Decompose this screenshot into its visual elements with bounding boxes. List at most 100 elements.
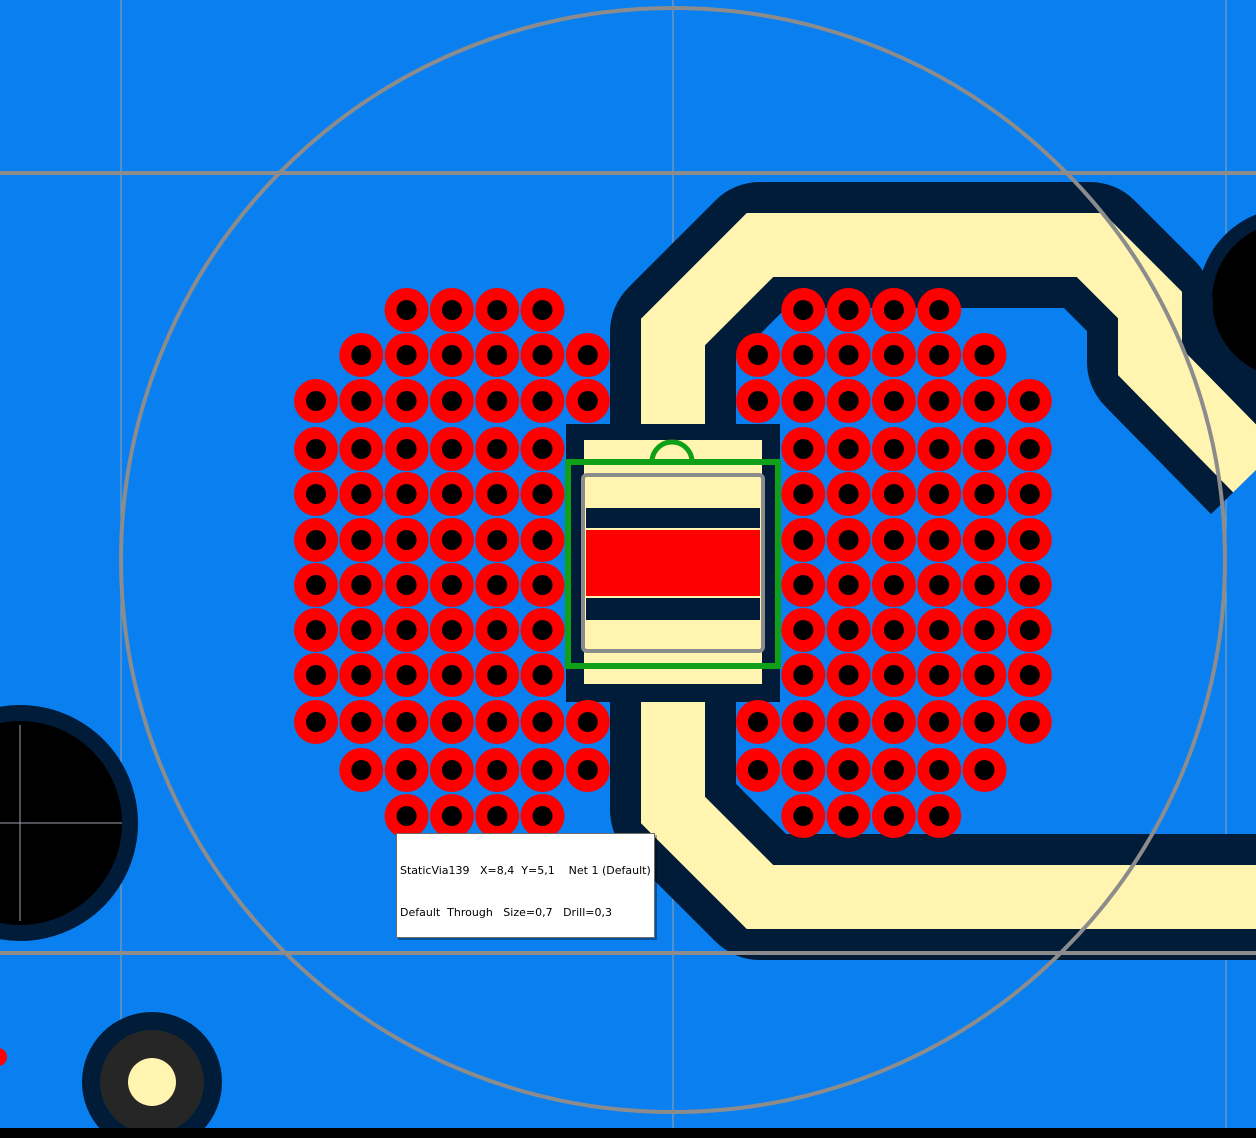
via-pad-icon[interactable]: [1007, 653, 1052, 697]
via-pad-icon[interactable]: [826, 518, 871, 562]
via-pad-icon[interactable]: [962, 379, 1007, 423]
via-pad-icon[interactable]: [384, 427, 429, 471]
via-pad-icon[interactable]: [429, 794, 474, 838]
via-pad-icon[interactable]: [781, 653, 826, 697]
copper-trace[interactable]: [641, 213, 1256, 929]
via-pad-icon[interactable]: [520, 472, 565, 516]
via-array[interactable]: [294, 288, 1052, 838]
via-pad-icon[interactable]: [826, 379, 871, 423]
via-pad-icon[interactable]: [520, 653, 565, 697]
via-pad-icon[interactable]: [962, 333, 1007, 377]
via-pad-icon[interactable]: [294, 653, 338, 697]
via-pad-icon[interactable]: [565, 333, 610, 377]
via-pad-icon[interactable]: [781, 563, 826, 607]
smd-component-icon[interactable]: [565, 439, 781, 669]
via-pad-icon[interactable]: [917, 794, 962, 838]
via-pad-icon[interactable]: [871, 427, 916, 471]
via-pad-icon[interactable]: [384, 472, 429, 516]
via-pad-icon[interactable]: [384, 794, 429, 838]
via-pad-icon[interactable]: [520, 288, 565, 332]
via-pad-icon[interactable]: [917, 518, 962, 562]
via-pad-icon[interactable]: [520, 608, 565, 652]
via-pad-icon[interactable]: [520, 700, 565, 744]
via-pad-icon[interactable]: [339, 563, 384, 607]
via-pad-icon[interactable]: [384, 700, 429, 744]
via-pad-icon[interactable]: [475, 608, 520, 652]
via-pad-icon[interactable]: [826, 563, 871, 607]
via-pad-icon[interactable]: [826, 427, 871, 471]
via-pad-icon[interactable]: [781, 472, 826, 516]
via-pad-icon[interactable]: [339, 427, 384, 471]
via-pad-icon[interactable]: [781, 794, 826, 838]
via-pad-icon[interactable]: [781, 518, 826, 562]
via-pad-icon[interactable]: [520, 748, 565, 792]
via-pad-icon[interactable]: [384, 379, 429, 423]
via-pad-icon[interactable]: [520, 794, 565, 838]
via-pad-icon[interactable]: [1007, 700, 1052, 744]
via-pad-icon[interactable]: [429, 608, 474, 652]
via-pad-icon[interactable]: [826, 748, 871, 792]
via-pad-icon[interactable]: [520, 427, 565, 471]
via-pad-icon[interactable]: [1007, 427, 1052, 471]
via-pad-icon[interactable]: [871, 333, 916, 377]
via-pad-icon[interactable]: [736, 700, 780, 744]
via-pad-icon[interactable]: [475, 333, 520, 377]
through-hole-pad[interactable]: [82, 1012, 222, 1138]
via-pad-icon[interactable]: [917, 333, 962, 377]
via-pad-icon[interactable]: [826, 608, 871, 652]
via-pad-icon[interactable]: [871, 288, 916, 332]
via-pad-icon[interactable]: [781, 379, 826, 423]
via-pad-icon[interactable]: [871, 379, 916, 423]
via-pad-icon[interactable]: [826, 288, 871, 332]
via-pad-icon[interactable]: [429, 563, 474, 607]
via-pad-icon[interactable]: [736, 748, 780, 792]
via-pad-icon[interactable]: [475, 748, 520, 792]
via-pad-icon[interactable]: [475, 427, 520, 471]
via-pad-icon[interactable]: [781, 748, 826, 792]
via-pad-icon[interactable]: [781, 333, 826, 377]
via-pad-icon[interactable]: [871, 518, 916, 562]
via-pad-icon[interactable]: [962, 563, 1007, 607]
via-pad-icon[interactable]: [871, 563, 916, 607]
via-pad-icon[interactable]: [520, 563, 565, 607]
via-pad-icon[interactable]: [339, 472, 384, 516]
via-pad-icon[interactable]: [339, 379, 384, 423]
via-pad-icon[interactable]: [565, 700, 610, 744]
via-pad-icon[interactable]: [871, 748, 916, 792]
via-pad-icon[interactable]: [962, 472, 1007, 516]
via-pad-icon[interactable]: [429, 288, 474, 332]
via-pad-icon[interactable]: [962, 700, 1007, 744]
via-pad-icon[interactable]: [871, 608, 916, 652]
via-pad-icon[interactable]: [1007, 379, 1052, 423]
via-pad-icon[interactable]: [339, 700, 384, 744]
via-pad-icon[interactable]: [294, 518, 338, 562]
via-pad-icon[interactable]: [917, 563, 962, 607]
via-pad-icon[interactable]: [826, 653, 871, 697]
via-pad-icon[interactable]: [962, 653, 1007, 697]
via-pad-icon[interactable]: [781, 700, 826, 744]
via-pad-icon[interactable]: [294, 700, 338, 744]
via-pad-icon[interactable]: [0, 1048, 7, 1066]
via-pad-icon[interactable]: [826, 794, 871, 838]
via-pad-icon[interactable]: [384, 653, 429, 697]
via-pad-icon[interactable]: [520, 379, 565, 423]
via-pad-icon[interactable]: [429, 379, 474, 423]
via-pad-icon[interactable]: [736, 333, 780, 377]
via-pad-icon[interactable]: [1007, 472, 1052, 516]
via-pad-icon[interactable]: [1007, 563, 1052, 607]
via-pad-icon[interactable]: [429, 748, 474, 792]
via-pad-icon[interactable]: [520, 333, 565, 377]
via-pad-icon[interactable]: [781, 427, 826, 471]
via-pad-icon[interactable]: [917, 748, 962, 792]
via-pad-icon[interactable]: [871, 700, 916, 744]
via-pad-icon[interactable]: [520, 518, 565, 562]
via-pad-icon[interactable]: [565, 748, 610, 792]
via-pad-icon[interactable]: [917, 653, 962, 697]
via-pad-icon[interactable]: [475, 472, 520, 516]
via-pad-icon[interactable]: [429, 653, 474, 697]
via-pad-icon[interactable]: [294, 472, 338, 516]
via-pad-icon[interactable]: [871, 653, 916, 697]
via-pad-icon[interactable]: [429, 333, 474, 377]
via-pad-icon[interactable]: [826, 700, 871, 744]
